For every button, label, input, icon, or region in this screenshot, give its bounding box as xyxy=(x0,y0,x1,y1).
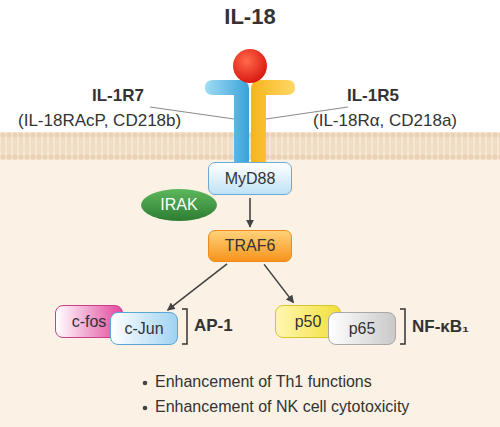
effect-note: Enhancement of Th1 functions xyxy=(155,373,372,391)
bullet xyxy=(143,381,148,386)
node-text: p50 xyxy=(295,313,322,331)
node-text: c-Jun xyxy=(124,320,163,338)
node-text: MyD88 xyxy=(225,170,276,188)
effect-note: Enhancement of NK cell cytotoxicity xyxy=(155,398,409,416)
subunit-box: p65 xyxy=(328,312,396,345)
subunit-box: c-Jun xyxy=(110,312,178,345)
bracket xyxy=(400,309,405,344)
adaptor-box: MyD88 xyxy=(208,162,292,195)
receptor-name: IL-1R5 xyxy=(347,86,399,106)
cell-membrane xyxy=(0,132,500,160)
receptor-alias: (IL-18RAcP, CD218b) xyxy=(18,111,181,131)
diagram-title: IL-18 xyxy=(0,4,500,30)
signal-arrow xyxy=(168,264,228,310)
bracket xyxy=(182,309,187,344)
process-box: TRAF6 xyxy=(208,230,292,262)
receptor-alias: (IL-18Rα, CD218a) xyxy=(313,111,457,131)
receptor-name: IL-1R7 xyxy=(92,86,144,106)
signal-arrow xyxy=(249,198,251,227)
ligand xyxy=(233,49,267,83)
node-text: TRAF6 xyxy=(225,237,276,255)
kinase-ellipse: IRAK xyxy=(140,188,218,222)
complex-name: AP-1 xyxy=(194,316,233,336)
cytoplasm xyxy=(0,146,500,427)
receptor-il1r5 xyxy=(251,80,295,170)
node-text: p65 xyxy=(349,320,376,338)
complex-name: NF-κB₁ xyxy=(412,317,469,337)
node-text: c-fos xyxy=(72,313,107,331)
bullet xyxy=(143,406,148,411)
node-text: IRAK xyxy=(160,196,197,214)
signal-arrow xyxy=(264,264,293,302)
receptor-il1r7 xyxy=(205,80,249,170)
